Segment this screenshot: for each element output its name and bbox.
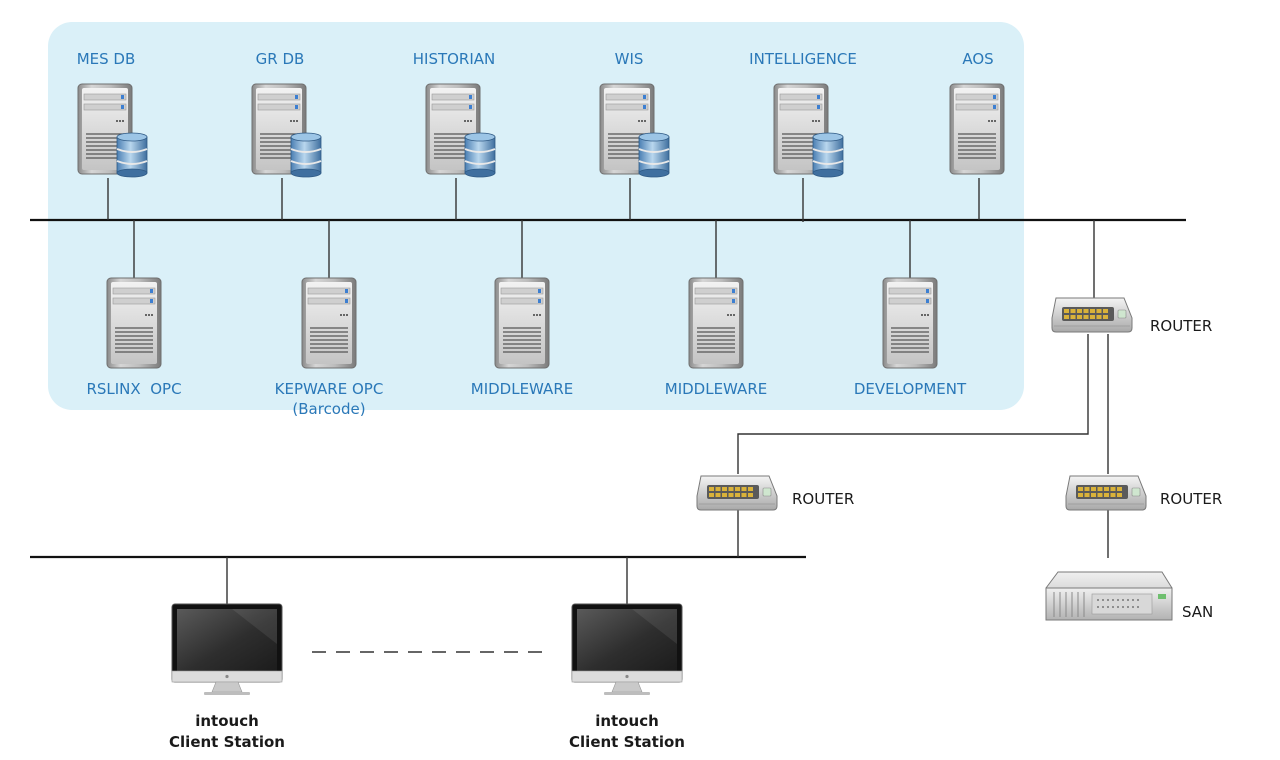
- router-storage: ROUTER: [1065, 475, 1222, 511]
- server-label-gr-db: GR DB: [256, 50, 305, 68]
- server-tower-icon: [949, 83, 1005, 175]
- server-label-wis: WIS: [615, 50, 644, 68]
- network-switch-icon: [696, 475, 778, 511]
- server-aos: AOS: [949, 50, 1005, 175]
- server-gr-db: GR DB: [251, 50, 322, 178]
- server-wis: WIS: [599, 50, 670, 178]
- server-historian: HISTORIAN: [413, 50, 496, 178]
- server-label-development: DEVELOPMENT: [854, 380, 967, 398]
- client-label-line2: Client Station: [569, 733, 685, 751]
- server-rslinx-opc: RSLINX OPC: [86, 277, 182, 398]
- server-middleware-2: MIDDLEWARE: [665, 277, 767, 398]
- server-label-middleware-2: MIDDLEWARE: [665, 380, 767, 398]
- server-development: DEVELOPMENT: [854, 277, 967, 398]
- network-switch-icon: [1051, 297, 1133, 333]
- server-sublabel-kepware-opc: (Barcode): [292, 400, 365, 418]
- database-stack-icon: [464, 132, 496, 178]
- server-tower-icon: [688, 277, 744, 369]
- server-label-kepware-opc: KEPWARE OPC: [275, 380, 384, 398]
- rack-storage-icon: [1045, 571, 1173, 621]
- router-clients: ROUTER: [696, 475, 854, 511]
- server-tower-icon: [301, 277, 357, 369]
- network-switch-icon: [1065, 475, 1147, 511]
- client-station-2: intouch Client Station: [569, 603, 685, 751]
- san-storage: SAN: [1045, 571, 1213, 621]
- top-server-links: [107, 178, 980, 222]
- monitor-icon: [571, 603, 683, 696]
- monitor-icon: [171, 603, 283, 696]
- bottom-server-links: [133, 220, 911, 278]
- server-label-intelligence: INTELLIGENCE: [749, 50, 857, 68]
- server-tower-icon: [882, 277, 938, 369]
- client-label-line1: intouch: [195, 712, 259, 730]
- server-label-historian: HISTORIAN: [413, 50, 496, 68]
- router-label-storage: ROUTER: [1160, 490, 1222, 508]
- client-label-line2: Client Station: [169, 733, 285, 751]
- server-label-aos: AOS: [962, 50, 993, 68]
- database-stack-icon: [638, 132, 670, 178]
- database-stack-icon: [812, 132, 844, 178]
- san-label: SAN: [1182, 603, 1213, 621]
- database-stack-icon: [290, 132, 322, 178]
- router-links: [226, 220, 1109, 653]
- client-label-line1: intouch: [595, 712, 659, 730]
- server-kepware-opc: KEPWARE OPC (Barcode): [275, 277, 384, 418]
- server-label-middleware-1: MIDDLEWARE: [471, 380, 573, 398]
- server-mes-db: MES DB: [77, 50, 148, 178]
- router-label-clients: ROUTER: [792, 490, 854, 508]
- router-label-main: ROUTER: [1150, 317, 1212, 335]
- server-middleware-1: MIDDLEWARE: [471, 277, 573, 398]
- server-label-rslinx-opc: RSLINX OPC: [86, 380, 181, 398]
- client-station-1: intouch Client Station: [169, 603, 285, 751]
- server-intelligence: INTELLIGENCE: [749, 50, 857, 178]
- router-main: ROUTER: [1051, 297, 1212, 335]
- server-tower-icon: [106, 277, 162, 369]
- server-label-mes-db: MES DB: [77, 50, 136, 68]
- server-tower-icon: [494, 277, 550, 369]
- database-stack-icon: [116, 132, 148, 178]
